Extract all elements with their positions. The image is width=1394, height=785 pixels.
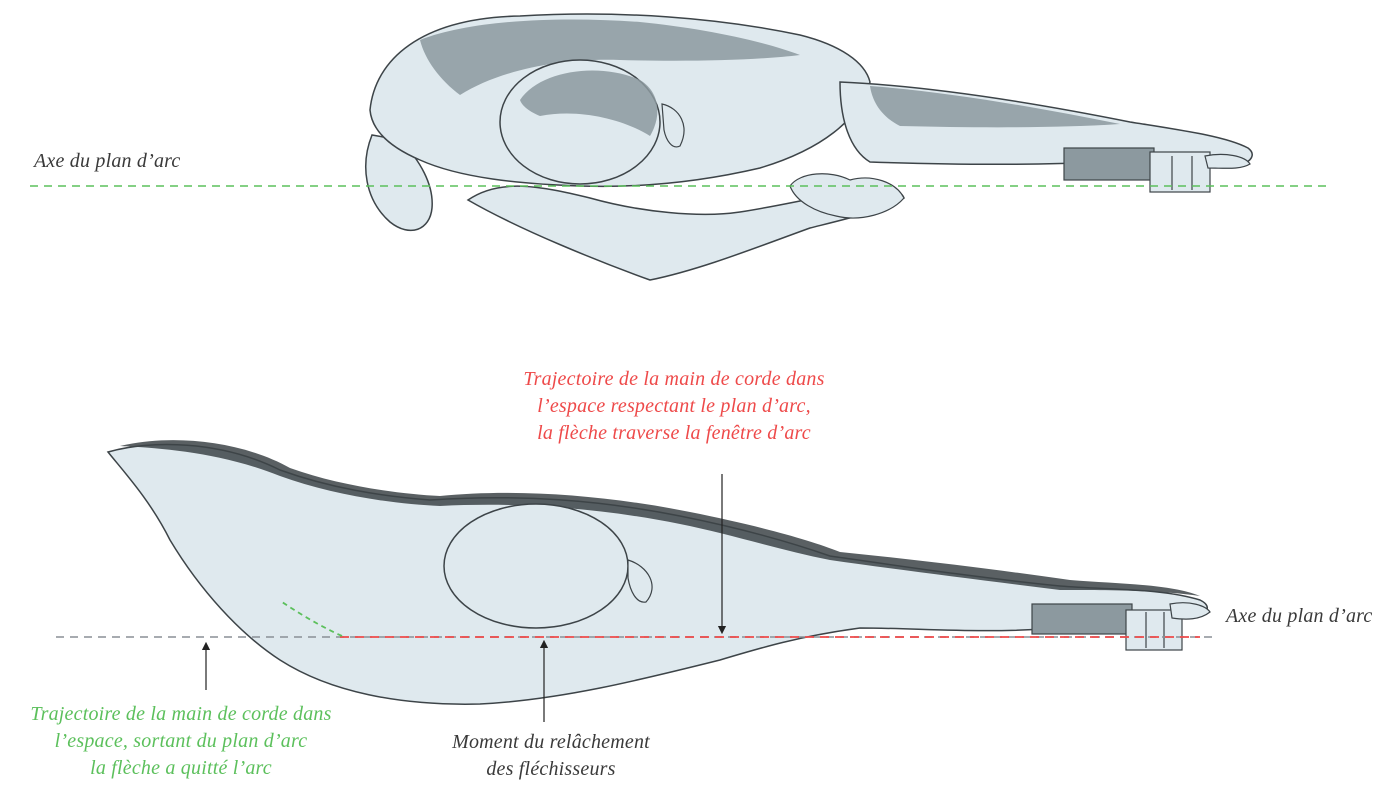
trajectory-out-of-plane-line-3: la flèche a quitté l’arc (4, 755, 358, 782)
bottom-axis-label: Axe du plan d’arc (1226, 603, 1373, 630)
trajectory-out-of-plane-caption: Trajectoire de la main de corde dans l’e… (4, 701, 358, 782)
release-moment-line-2: des fléchisseurs (420, 756, 682, 783)
trajectory-in-plane-line-2: l’espace respectant le plan d’arc, (492, 393, 856, 420)
bottom-head (444, 504, 628, 628)
top-bow-arm-shading (870, 86, 1120, 127)
trajectory-in-plane-line-1: Trajectoire de la main de corde dans (492, 366, 856, 393)
trajectory-in-plane-line-3: la flèche traverse la fenêtre d’arc (492, 420, 856, 447)
trajectory-in-plane-caption: Trajectoire de la main de corde dans l’e… (492, 366, 856, 447)
top-axis-label: Axe du plan d’arc (34, 148, 181, 175)
bottom-body (108, 445, 1207, 705)
top-archer-figure (366, 14, 1252, 280)
bottom-bow-riser (1032, 603, 1210, 650)
release-moment-caption: Moment du relâchement des fléchisseurs (420, 729, 682, 783)
trajectory-out-of-plane-line-1: Trajectoire de la main de corde dans (4, 701, 358, 728)
bottom-archer-figure (108, 440, 1210, 704)
trajectory-out-of-plane-line-2: l’espace, sortant du plan d’arc (4, 728, 358, 755)
release-moment-line-1: Moment du relâchement (420, 729, 682, 756)
